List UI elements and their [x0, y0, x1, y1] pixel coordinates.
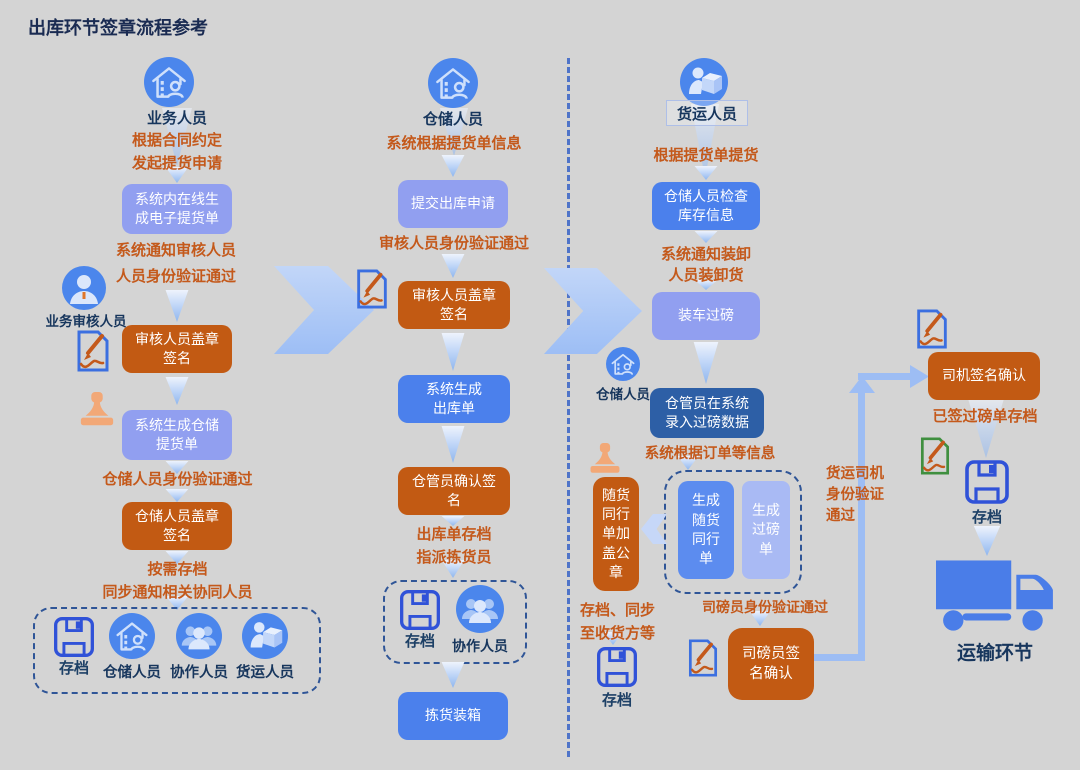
lane3-box-check: 仓储人员检查 库存信息	[652, 182, 760, 230]
right-box-driver-sign: 司机签名确认	[928, 352, 1040, 400]
lane2-box-reviewer-sign: 审核人员盖章 签名	[398, 281, 510, 329]
lane1-note-archive: 按需存档 同步通知相关协同人员	[102, 561, 253, 601]
lane1-box-reviewer-sign: 审核人员盖章 签名	[122, 325, 232, 373]
lane3-note-weigher: 司磅员身份验证通过	[702, 599, 828, 615]
page-title: 出库环节签章流程参考	[28, 18, 208, 38]
lane2-box-outbound: 系统生成 出库单	[398, 375, 510, 423]
lane2-box-submit: 提交出库申请	[398, 180, 508, 228]
document-pen-green-icon	[916, 434, 954, 478]
arrow-down	[441, 155, 465, 177]
arrow-down	[441, 254, 465, 278]
people-group-icon	[456, 585, 504, 633]
lane3-box-gen-weigh: 生成 过磅 单	[742, 481, 790, 579]
lane1-archive-group	[33, 607, 321, 694]
lane3-note-notify: 系统通知装卸 人员装卸货	[660, 246, 751, 285]
arrow-down	[441, 426, 465, 463]
arrowhead-right	[910, 365, 929, 388]
right-archive-label: 存档	[971, 509, 1002, 526]
lane2-box-pick: 拣货装箱	[398, 692, 508, 740]
lane1-group-collab-label: 协作人员	[170, 665, 228, 681]
floppy-disk-icon	[963, 458, 1011, 506]
arrow-down	[694, 166, 718, 180]
people-group-icon	[176, 613, 222, 659]
person-box-icon	[680, 58, 728, 106]
lane3-note-start: 根据提货单提货	[653, 147, 759, 164]
document-pen-icon	[684, 636, 722, 680]
lane2-note-start: 系统根据提货单信息	[386, 135, 522, 152]
lane1-note-notify: 系统通知审核人员 人员身份验证通过	[115, 242, 236, 285]
right-transport-label: 运输环节	[956, 643, 1033, 664]
arrow-down	[694, 280, 718, 290]
document-pen-icon	[352, 266, 392, 312]
building-person-icon	[428, 58, 478, 108]
lane1-group-archive-label: 存档	[58, 660, 89, 677]
lane3-note-order: 系统根据订单等信息	[644, 446, 776, 462]
lane2-note-identity: 审核人员身份验证通过	[378, 235, 529, 252]
lane3-box-weigh: 装车过磅	[652, 292, 760, 340]
lane1-box-generate-bill: 系统内在线生 成电子提货单	[122, 184, 232, 234]
lane3-note-driver: 货运司机 身份验证 通过	[826, 466, 884, 525]
document-pen-icon	[72, 327, 114, 375]
arrow-down	[441, 516, 465, 526]
lane3-actor-label: 货运人员	[666, 100, 748, 126]
lane3-generate-group	[664, 470, 802, 594]
lane2-note-archive: 出库单存档 指派拣货员	[416, 526, 492, 566]
person-box-icon	[242, 613, 288, 659]
lane3-note-sync: 存档、同步 至收货方等	[580, 602, 656, 642]
stamp-icon	[78, 390, 116, 432]
arrow-down	[165, 290, 189, 322]
arrow-down	[441, 662, 465, 688]
lane2-box-keeper-sign: 仓管员确认签 名	[398, 467, 510, 515]
stamp-icon	[588, 441, 622, 479]
lane1-box-warehouse-sign: 仓储人员盖章 签名	[122, 502, 232, 550]
lane3-box-record: 仓管员在系统 录入过磅数据	[650, 388, 764, 438]
arrow-down	[441, 333, 465, 371]
lane1-actor-label: 业务人员	[146, 110, 207, 127]
lane1-box-warehouse-bill: 系统生成仓储 提货单	[122, 410, 232, 460]
lane3-box-gen-doc: 生成 随货 同行 单	[678, 481, 734, 579]
right-note-archived: 已签过磅单存档	[932, 408, 1038, 425]
lane2-to-lane3-arrow	[544, 268, 642, 354]
lane2-group-archive-label: 存档	[404, 633, 435, 650]
lane1-note-identity: 仓储人员身份验证通过	[102, 471, 253, 488]
lane1-note-start: 根据合同约定 发起提货申请	[131, 132, 222, 172]
building-person-icon	[606, 347, 640, 381]
lane3-archive-label: 存档	[601, 692, 632, 709]
lane2-group-collab-label: 协作人员	[452, 638, 508, 654]
lane3-side-actor-label: 仓储人员	[596, 387, 650, 402]
arrow-down	[973, 526, 1001, 556]
lane1-group-freight-label: 货运人员	[236, 665, 294, 681]
truck-icon	[936, 554, 1058, 632]
arrow-down	[165, 377, 189, 405]
lane1-group-warehouse-label: 仓储人员	[103, 665, 161, 681]
floppy-disk-icon	[398, 588, 442, 632]
lane2-actor-label: 仓储人员	[422, 111, 483, 128]
lane-divider-line	[567, 58, 570, 757]
arrow-down	[693, 342, 719, 384]
arrow-down	[694, 231, 718, 243]
floppy-disk-icon	[595, 645, 639, 689]
connector-line	[814, 654, 862, 661]
lane1-reviewer-label: 业务审核人员	[45, 314, 127, 329]
building-person-icon	[109, 613, 155, 659]
building-person-icon	[144, 57, 194, 107]
person-avatar-icon	[62, 266, 106, 310]
document-pen-icon	[912, 306, 952, 352]
lane3-box-stamp-doc: 随货 同行 单加 盖公 章	[593, 477, 639, 591]
connector-line	[858, 392, 865, 661]
connector-line	[858, 373, 912, 380]
lane3-box-weigher-sign: 司磅员签 名确认	[728, 628, 814, 700]
floppy-disk-icon	[52, 615, 96, 659]
